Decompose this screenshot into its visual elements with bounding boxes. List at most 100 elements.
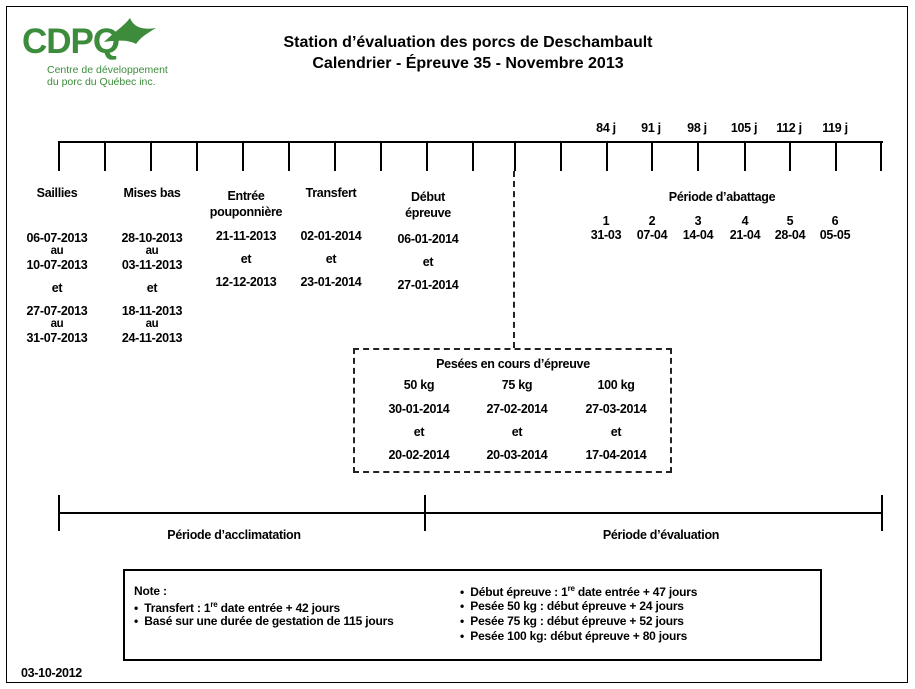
mises-bas-line: 18-11-2013 — [121, 304, 183, 318]
day-marker: 84 j — [596, 121, 616, 135]
note-item: • Transfert : 1re date entrée + 42 jours — [134, 600, 341, 615]
entree-line: et — [240, 252, 252, 266]
abattage-date: 28-04 — [774, 228, 806, 242]
abattage-date: 07-04 — [636, 228, 668, 242]
debut-label: épreuve — [405, 206, 451, 220]
saillies-line: 10-07-2013 — [26, 258, 88, 272]
abattage-num: 6 — [831, 214, 839, 228]
pesee-et: et — [610, 425, 622, 439]
page-subtitle: Calendrier - Épreuve 35 - Novembre 2013 — [312, 55, 624, 72]
abattage-num: 2 — [648, 214, 656, 228]
abattage-num: 4 — [741, 214, 749, 228]
timeline-tick — [104, 141, 106, 171]
saillies-line: 27-07-2013 — [26, 304, 88, 318]
period-tick — [424, 495, 426, 531]
timeline-tick — [288, 141, 290, 171]
pesee-date: 20-02-2014 — [388, 448, 450, 462]
abattage-num: 5 — [786, 214, 794, 228]
logo: CDPQ — [22, 22, 120, 61]
abattage-date: 14-04 — [682, 228, 714, 242]
debut-line: 27-01-2014 — [397, 278, 459, 292]
timeline-tick — [789, 141, 791, 171]
transfert-line: et — [325, 252, 337, 266]
entree-line: 12-12-2013 — [215, 275, 277, 289]
page-title: Station d’évaluation des porcs de Descha… — [283, 34, 653, 51]
abattage-title: Période d’abattage — [668, 190, 776, 204]
pesee-date: 27-02-2014 — [486, 402, 548, 416]
day-marker: 91 j — [641, 121, 661, 135]
mises-bas-line: au — [145, 245, 159, 257]
timeline-tick — [880, 141, 882, 171]
day-marker: 105 j — [730, 121, 758, 135]
bullet-icon: • — [460, 629, 471, 643]
timeline-tick — [560, 141, 562, 171]
bullet-icon: • — [460, 614, 471, 628]
abattage-date: 05-05 — [819, 228, 851, 242]
leaf-logo-icon — [104, 18, 156, 44]
entree-label: Entrée — [227, 189, 265, 203]
saillies-label: Saillies — [36, 186, 78, 200]
pesee-et: et — [413, 425, 425, 439]
bullet-icon: • — [134, 614, 145, 628]
saillies-line: 31-07-2013 — [26, 331, 88, 345]
timeline-tick — [651, 141, 653, 171]
debut-label: Début — [411, 190, 445, 204]
timeline-axis — [59, 141, 883, 143]
note-box — [123, 569, 822, 661]
pesee-kg: 100 kg — [597, 378, 635, 392]
note-item: • Pesée 75 kg : début épreuve + 52 jours — [460, 614, 684, 628]
dashed-connector — [513, 171, 515, 348]
timeline-tick — [242, 141, 244, 171]
pesees-title: Pesées en cours d’épreuve — [436, 357, 590, 371]
timeline-tick — [334, 141, 336, 171]
logo-sub-line1: Centre de développement — [47, 64, 168, 76]
transfert-line: 02-01-2014 — [300, 229, 362, 243]
pesee-date: 20-03-2014 — [486, 448, 548, 462]
mises-bas-line: 03-11-2013 — [121, 258, 183, 272]
saillies-line: au — [50, 245, 64, 257]
mises-bas-line: au — [145, 318, 159, 330]
timeline-tick — [150, 141, 152, 171]
timeline-tick — [744, 141, 746, 171]
bullet-icon: • — [460, 585, 471, 599]
saillies-line: et — [51, 281, 63, 295]
abattage-num: 1 — [602, 214, 610, 228]
footer-date: 03-10-2012 — [21, 666, 82, 680]
timeline-tick — [697, 141, 699, 171]
debut-line: et — [422, 255, 434, 269]
saillies-line: au — [50, 318, 64, 330]
pesee-kg: 50 kg — [403, 378, 435, 392]
logo-sub-line2: du porc du Québec inc. — [47, 76, 156, 88]
abattage-date: 21-04 — [729, 228, 761, 242]
bullet-icon: • — [134, 601, 145, 615]
mises-bas-label: Mises bas — [123, 186, 181, 200]
timeline-tick — [380, 141, 382, 171]
debut-line: 06-01-2014 — [397, 232, 459, 246]
transfert-label: Transfert — [305, 186, 357, 200]
pesee-kg: 75 kg — [501, 378, 533, 392]
timeline-tick — [835, 141, 837, 171]
note-heading: Note : — [134, 584, 167, 598]
abattage-num: 3 — [694, 214, 702, 228]
bullet-icon: • — [460, 599, 471, 613]
saillies-line: 06-07-2013 — [26, 231, 88, 245]
mises-bas-line: 28-10-2013 — [121, 231, 183, 245]
day-marker: 98 j — [687, 121, 707, 135]
timeline-tick — [606, 141, 608, 171]
timeline-tick — [514, 141, 516, 171]
period-evaluation: Période d’évaluation — [602, 528, 720, 542]
pesee-et: et — [511, 425, 523, 439]
timeline-tick — [196, 141, 198, 171]
timeline-tick — [472, 141, 474, 171]
pesees-box — [353, 348, 672, 473]
entree-label: pouponnière — [209, 205, 283, 219]
logo-subtitle: Centre de développement du porc du Québe… — [47, 64, 168, 88]
pesee-date: 27-03-2014 — [585, 402, 647, 416]
note-item: • Pesée 100 kg: début épreuve + 80 jours — [460, 629, 688, 643]
page-frame — [6, 6, 908, 683]
period-acclimatation: Période d’acclimatation — [167, 528, 301, 542]
mises-bas-line: 24-11-2013 — [121, 331, 183, 345]
timeline-tick — [58, 141, 60, 171]
mises-bas-line: et — [146, 281, 158, 295]
transfert-line: 23-01-2014 — [300, 275, 362, 289]
